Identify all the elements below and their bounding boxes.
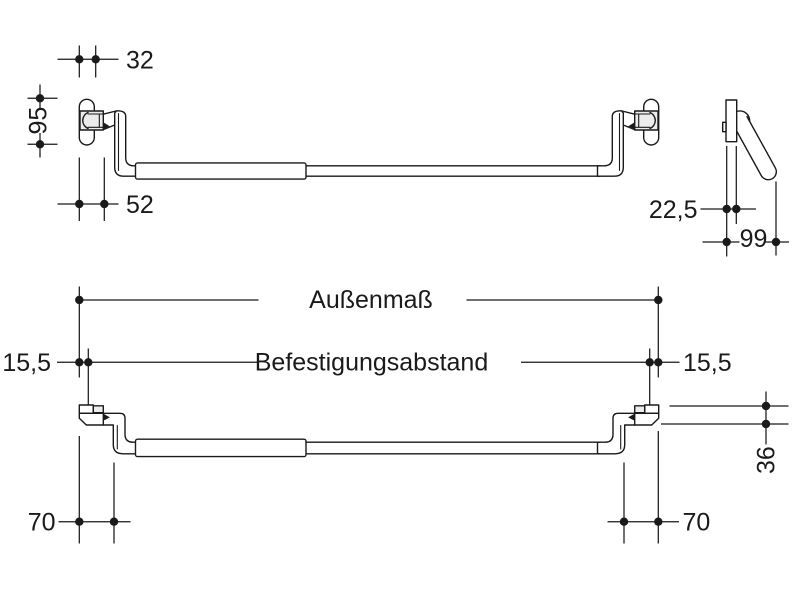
dim-befestigung-lines	[57, 348, 680, 405]
side-arm-outline	[732, 115, 777, 181]
bracket-fitting	[79, 110, 104, 131]
dim-70-right-label: 70	[683, 509, 711, 537]
dim-99-label: 99	[740, 225, 768, 253]
dim-32-label: 32	[126, 47, 154, 75]
dim-70-left-label: 70	[28, 509, 56, 537]
dim-95-label: 95	[25, 107, 53, 135]
top-view-rail-sleeve	[134, 162, 307, 180]
aussenmass-label: Außenmaß	[309, 286, 433, 314]
side-view	[722, 99, 777, 181]
dim-aussenmass-lines	[75, 286, 663, 378]
fitting-detail-lines	[87, 113, 104, 128]
dim-32-lines	[57, 45, 119, 78]
dim-36-lines	[661, 391, 789, 445]
dim-36-label: 36	[752, 446, 780, 474]
plate-edge	[78, 404, 95, 415]
dim-22-5-label: 22,5	[649, 196, 698, 224]
front-view-right-bracket	[596, 404, 660, 455]
set-screw-mark	[103, 122, 110, 130]
dim-15-5-right-label: 15,5	[683, 349, 732, 377]
front-view-left-bracket	[78, 404, 142, 455]
top-view-rail-tube	[305, 165, 601, 177]
bracket-arm-tube	[114, 110, 142, 177]
top-view-left-bracket	[78, 98, 142, 177]
dimension-lines	[27, 45, 789, 544]
fitting-arc	[82, 111, 89, 130]
dimension-labels: 32 95 52 22,5 99 Außenmaß Befestigungsab…	[2, 47, 780, 537]
side-wall-plate	[725, 99, 738, 143]
side-plate-tab	[722, 121, 727, 133]
fitting-edge	[92, 405, 105, 414]
front-view-rail-tube	[305, 441, 601, 455]
top-view-right-bracket	[596, 98, 660, 177]
dim-52-lines	[57, 157, 119, 221]
befestigungsabstand-label: Befestigungsabstand	[255, 349, 489, 377]
bracket-body-and-tube	[78, 412, 142, 455]
side-arm-body	[733, 116, 777, 180]
arm-neck-lines	[102, 110, 117, 131]
dim-52-label: 52	[126, 191, 154, 219]
front-view-rail-sleeve	[134, 438, 307, 458]
set-screw-mark	[103, 413, 110, 421]
dim-15-5-left-label: 15,5	[2, 349, 51, 377]
